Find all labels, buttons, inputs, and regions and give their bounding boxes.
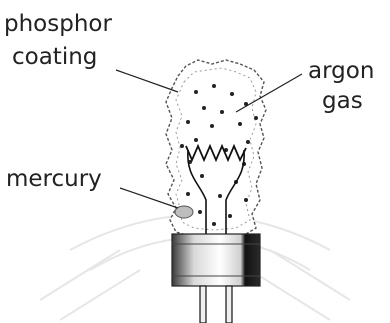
label-mercury: mercury — [6, 166, 102, 192]
label-coating: coating — [12, 44, 97, 70]
electrode-pin-right — [226, 286, 232, 323]
label-phosphor: phosphor — [4, 11, 112, 37]
phosphor-leader-line — [116, 70, 178, 92]
label-argon: argon — [308, 58, 374, 84]
electrode-pin-left — [200, 286, 206, 323]
end-cap-band — [172, 234, 260, 286]
label-gas: gas — [322, 88, 363, 114]
